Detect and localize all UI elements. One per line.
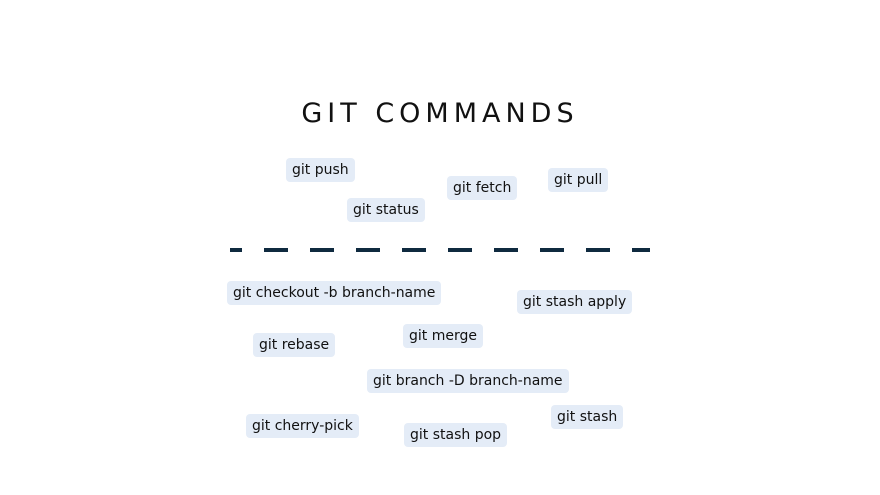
chip-git-push[interactable]: git push xyxy=(286,158,355,182)
page-title: GIT COMMANDS xyxy=(301,98,579,129)
chip-git-pull[interactable]: git pull xyxy=(548,168,609,192)
chip-git-rebase[interactable]: git rebase xyxy=(253,333,336,357)
chip-git-stash-apply[interactable]: git stash apply xyxy=(517,290,633,314)
chip-git-branch-delete[interactable]: git branch -D branch-name xyxy=(367,369,569,393)
chip-git-cherry-pick[interactable]: git cherry-pick xyxy=(246,414,359,438)
chip-git-status[interactable]: git status xyxy=(347,198,425,222)
chip-git-merge[interactable]: git merge xyxy=(403,324,483,348)
chip-git-checkout[interactable]: git checkout -b branch-name xyxy=(227,281,442,305)
dashed-divider xyxy=(230,248,650,252)
chip-git-fetch[interactable]: git fetch xyxy=(447,176,518,200)
chip-git-stash-pop[interactable]: git stash pop xyxy=(404,423,508,447)
chip-git-stash[interactable]: git stash xyxy=(551,405,624,429)
